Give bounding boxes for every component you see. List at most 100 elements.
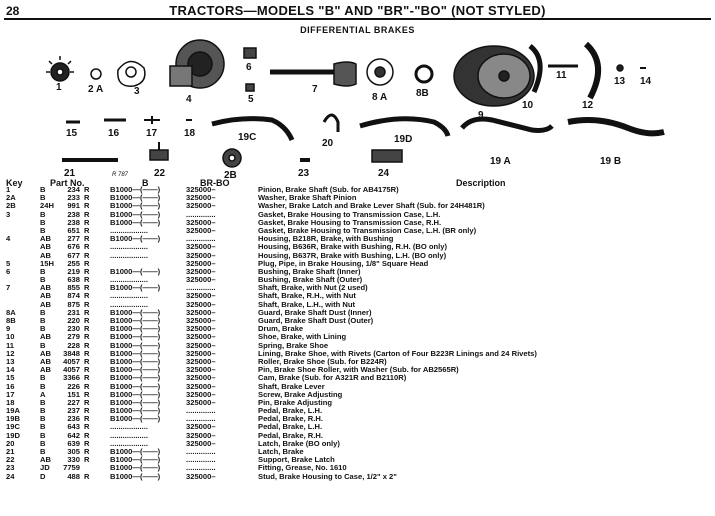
row-part-suffix: R — [84, 225, 90, 235]
row-part-suffix: R — [84, 422, 90, 432]
col-key-header: Key — [6, 178, 23, 188]
row-br-bo-serial: .............. — [186, 414, 216, 424]
row-description: Pedal, Brake, L.H. — [258, 422, 323, 432]
row-br-bo-serial: 325000– — [186, 291, 216, 301]
row-part-prefix: A — [40, 389, 46, 399]
row-b-serial: B1000—(——) — [110, 283, 161, 293]
plug-part — [245, 83, 255, 92]
brake-shoe-part — [528, 44, 543, 94]
pedal-19a-part — [460, 116, 554, 133]
row-b-serial: B1000—(——) — [110, 365, 161, 375]
row-description: Pedal, Brake, R.H. — [258, 414, 323, 424]
row-part-number: 330 — [67, 455, 80, 465]
row-part-suffix: R — [84, 332, 90, 342]
row-b-serial: B1000—(——) — [110, 471, 161, 481]
row-key: 19A — [6, 406, 20, 416]
row-br-bo-serial: 325000– — [186, 193, 216, 203]
row-b-serial: .................. — [110, 250, 148, 260]
row-part-suffix: R — [84, 201, 90, 211]
label-15: 15 — [66, 128, 78, 139]
row-b-serial: .................. — [110, 275, 148, 285]
row-b-serial: B1000—(——) — [110, 185, 161, 194]
row-description: Drum, Brake — [258, 324, 304, 334]
row-br-bo-serial: 325000– — [186, 316, 216, 325]
row-description: Shaft, Brake Lever — [258, 381, 325, 391]
row-part-suffix: R — [84, 250, 90, 260]
row-key: 7 — [6, 283, 11, 293]
row-part-number: 874 — [67, 291, 80, 301]
row-br-bo-serial: 325000– — [186, 422, 216, 432]
row-part-suffix: R — [84, 316, 90, 325]
row-part-suffix: R — [84, 185, 90, 194]
label-19c: 19C — [238, 132, 256, 143]
label-19b: 19 B — [600, 156, 621, 167]
row-br-bo-serial: 325000– — [186, 324, 216, 334]
row-part-suffix: R — [84, 217, 90, 227]
label-23: 23 — [298, 168, 310, 179]
row-b-serial: B1000—(——) — [110, 217, 161, 227]
label-2a: 2 A — [88, 84, 103, 95]
row-b-serial: B1000—(——) — [110, 447, 161, 456]
row-part-suffix: R — [84, 193, 90, 203]
row-part-number: 7759 — [63, 463, 80, 473]
row-part-suffix: R — [84, 340, 90, 350]
label-12: 12 — [582, 100, 594, 111]
row-br-bo-serial: .............. — [186, 283, 216, 293]
row-part-prefix: B — [40, 217, 46, 227]
row-description: Washer, Brake Shaft Pinion — [258, 193, 357, 203]
row-part-number: 238 — [67, 209, 80, 219]
row-part-prefix: AB — [40, 299, 51, 309]
pedal-19c-part — [211, 116, 295, 142]
row-part-number: 220 — [67, 316, 80, 325]
row-b-serial: .................. — [110, 291, 148, 301]
row-b-serial: B1000—(——) — [110, 266, 161, 276]
row-part-suffix: R — [84, 438, 90, 448]
label-7: 7 — [312, 84, 318, 95]
row-part-number: 230 — [67, 324, 80, 334]
row-br-bo-serial: 325000– — [186, 438, 216, 448]
row-part-number: 236 — [67, 414, 80, 424]
row-b-serial: .................. — [110, 430, 148, 440]
row-part-suffix: R — [84, 414, 90, 424]
row-key: 23 — [6, 463, 15, 473]
row-key: 21 — [6, 447, 15, 456]
row-br-bo-serial: 325000– — [186, 471, 216, 481]
roller-part — [616, 64, 624, 72]
label-4: 4 — [186, 94, 192, 105]
row-part-number: 639 — [67, 438, 80, 448]
row-description: Housing, B637R, Brake with Bushing, L.H.… — [258, 250, 447, 260]
row-description: Plug, Pipe, in Brake Housing, 1/8" Squar… — [258, 258, 429, 268]
row-key: 19B — [6, 414, 20, 424]
row-description: Guard, Brake Shaft Dust (Outer) — [258, 316, 374, 325]
row-description: Screw, Brake Adjusting — [258, 389, 343, 399]
label-1: 1 — [56, 82, 62, 93]
latch-support-part — [149, 142, 169, 161]
row-part-suffix: R — [84, 471, 90, 481]
row-part-number: 488 — [67, 471, 80, 481]
row-key: 5 — [6, 258, 11, 268]
row-description: Bushing, Brake Shaft (Outer) — [258, 275, 363, 285]
row-description: Housing, B218R, Brake, with Bushing — [258, 234, 394, 244]
row-description: Spring, Brake Shoe — [258, 340, 329, 350]
row-part-number: 238 — [67, 217, 80, 227]
pedal-19d-part — [359, 116, 451, 137]
row-b-serial: B1000—(——) — [110, 201, 161, 211]
row-br-bo-serial: 325000– — [186, 242, 216, 252]
row-b-serial: B1000—(——) — [110, 332, 161, 342]
row-part-number: 677 — [67, 250, 80, 260]
row-key: 16 — [6, 381, 15, 391]
washer-2b-part — [222, 148, 242, 168]
row-key: 4 — [6, 234, 11, 244]
row-br-bo-serial: .............. — [186, 234, 216, 244]
row-br-bo-serial: .............. — [186, 209, 216, 219]
row-part-number: 642 — [67, 430, 80, 440]
